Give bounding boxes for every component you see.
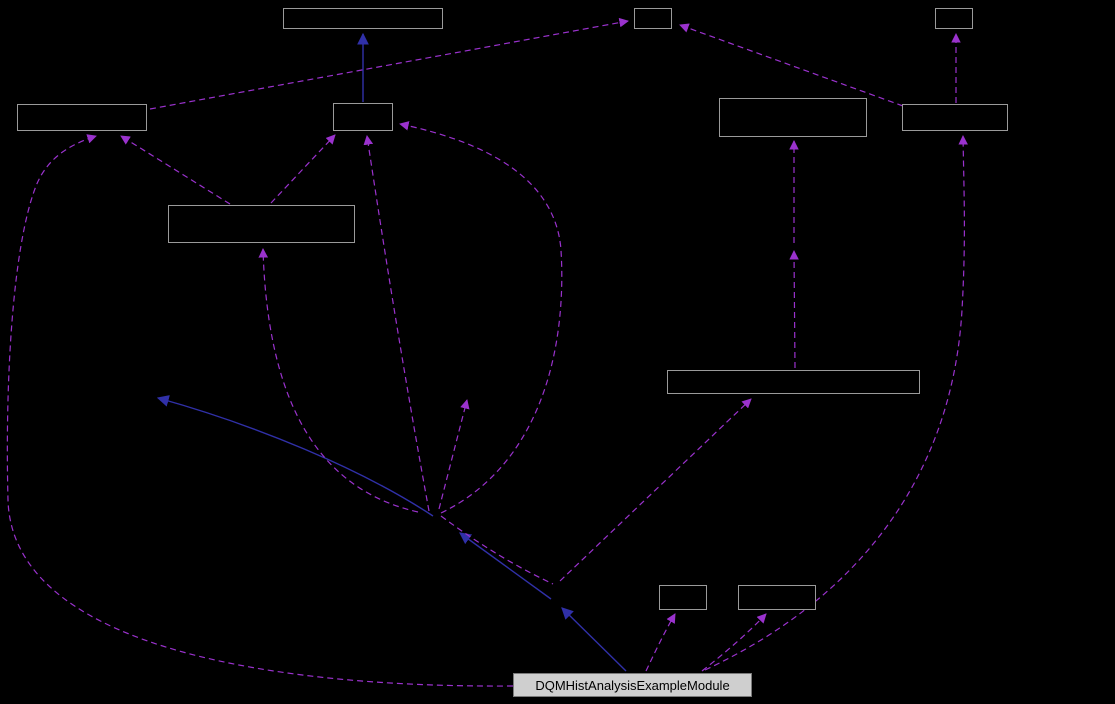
usage-edge [399,121,563,514]
class-node-mid-left[interactable] [168,205,355,243]
usage-edge [679,23,904,107]
usage-edge [438,399,470,510]
main-class-label: DQMHistAnalysisExampleModule [535,677,730,693]
usage-edge [120,135,231,205]
usage-edge [270,134,336,204]
usage-edge [440,515,554,585]
usage-edge [789,250,799,369]
main-class-node[interactable]: DQMHistAnalysisExampleModule [513,673,752,697]
usage-edge [258,248,419,513]
class-node-right-mid[interactable] [719,98,867,137]
class-node-top-right-small[interactable] [935,8,973,29]
usage-edge [559,398,752,582]
usage-edge [363,135,430,512]
class-node-middle-right-wide[interactable] [667,370,920,394]
class-node-center-small[interactable] [333,103,393,131]
inheritance-edge [156,395,434,517]
class-node-right[interactable] [902,104,1008,131]
usage-edge [645,613,676,672]
class-node-bottom-small-2[interactable] [738,585,816,610]
class-node-top-wide[interactable] [283,8,443,29]
class-node-top-small[interactable] [634,8,672,29]
usage-edge [149,17,629,110]
class-node-bottom-small-1[interactable] [659,585,707,610]
inheritance-edge [561,607,627,672]
usage-edge [701,613,767,672]
class-node-left[interactable] [17,104,147,131]
inheritance-edge [459,532,552,600]
usage-edge [6,134,514,687]
